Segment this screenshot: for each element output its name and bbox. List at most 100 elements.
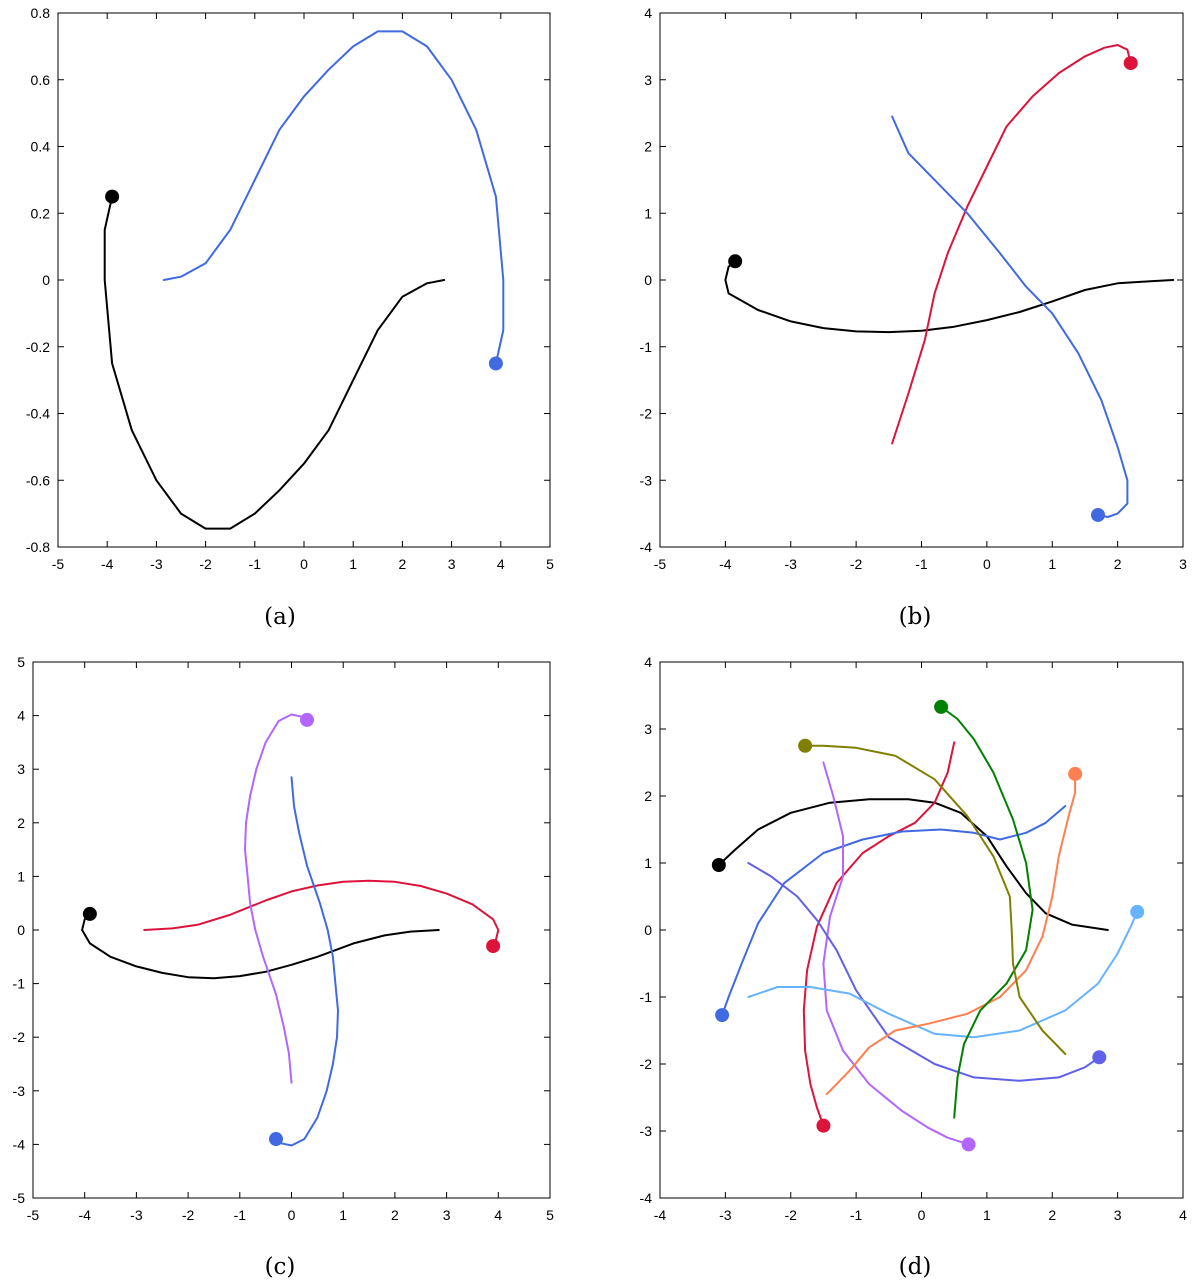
y-tick-label: 4 — [17, 708, 25, 724]
x-tick-label: 4 — [1179, 1207, 1187, 1223]
plot-frame — [659, 12, 1184, 548]
x-tick-label: 2 — [1114, 556, 1122, 572]
y-tick-label: -4 — [640, 539, 653, 555]
y-tick-label: 2 — [17, 815, 25, 831]
x-tick-label: -2 — [182, 1207, 195, 1223]
y-tick-label: -1 — [640, 989, 653, 1005]
series-end-marker-4 — [961, 1137, 976, 1152]
series-end-marker-7 — [1068, 766, 1083, 781]
y-tick-label: -0.2 — [26, 339, 50, 355]
y-tick-label: 0 — [42, 272, 50, 288]
series-end-marker-3 — [715, 1008, 730, 1023]
panel-caption: (c) — [265, 1254, 296, 1280]
y-tick-label: 0.6 — [31, 72, 51, 88]
y-tick-label: 0.4 — [31, 139, 51, 155]
series-end-marker-3 — [268, 1132, 283, 1147]
y-tick-label: -2 — [640, 406, 653, 422]
series-end-marker-1 — [82, 906, 97, 921]
y-tick-label: 2 — [644, 788, 652, 804]
x-tick-label: 0 — [288, 1207, 296, 1223]
x-tick-label: -3 — [785, 556, 798, 572]
x-tick-label: -4 — [719, 556, 732, 572]
series-line-3 — [891, 115, 1129, 518]
series-line-2 — [802, 741, 956, 1127]
series-end-marker-9 — [798, 738, 813, 753]
x-tick-label: 3 — [1114, 1207, 1122, 1223]
series-line-9 — [804, 744, 1067, 1055]
y-tick-label: -0.6 — [26, 472, 50, 488]
series-line-1 — [103, 195, 446, 530]
y-tick-label: 1 — [644, 205, 652, 221]
series-line-2 — [143, 879, 500, 948]
x-tick-label: -4 — [101, 556, 114, 572]
series-line-6 — [747, 910, 1139, 1039]
x-tick-label: 4 — [497, 556, 505, 572]
x-tick-label: -1 — [249, 556, 262, 572]
y-tick-label: 4 — [644, 5, 652, 21]
series-line-2 — [162, 30, 505, 365]
x-tick-label: 3 — [1179, 556, 1187, 572]
y-tick-label: 0.2 — [31, 205, 51, 221]
y-tick-label: -2 — [13, 1029, 26, 1045]
y-tick-label: -1 — [13, 976, 26, 992]
series-line-7 — [825, 772, 1077, 1096]
series-end-marker-2 — [816, 1118, 831, 1133]
y-tick-label: 3 — [644, 721, 652, 737]
x-tick-label: 0 — [983, 556, 991, 572]
y-tick-label: 1 — [17, 868, 25, 884]
x-tick-label: -3 — [150, 556, 163, 572]
series-line-4 — [822, 761, 970, 1146]
panel-caption: (b) — [899, 604, 932, 630]
x-tick-label: -5 — [654, 556, 667, 572]
y-tick-label: -1 — [640, 339, 653, 355]
series-end-marker-1 — [105, 189, 120, 204]
series-end-marker-2 — [1123, 56, 1138, 71]
x-tick-label: 1 — [349, 556, 357, 572]
y-tick-label: 2 — [644, 139, 652, 155]
x-tick-label: 1 — [1048, 556, 1056, 572]
y-tick-label: -3 — [13, 1083, 26, 1099]
x-tick-label: -5 — [52, 556, 65, 572]
series-line-3 — [275, 776, 339, 1147]
y-tick-label: 0 — [644, 272, 652, 288]
x-tick-label: 5 — [546, 556, 554, 572]
series-end-marker-3 — [1091, 507, 1106, 522]
x-tick-label: -3 — [719, 1207, 732, 1223]
y-tick-label: -4 — [13, 1136, 26, 1152]
y-tick-label: 1 — [644, 855, 652, 871]
series-line-3 — [721, 805, 1067, 1017]
y-tick-label: -0.8 — [26, 539, 50, 555]
x-tick-label: 2 — [399, 556, 407, 572]
x-tick-label: -5 — [27, 1207, 40, 1223]
x-tick-label: -2 — [785, 1207, 798, 1223]
y-tick-label: 0.8 — [31, 5, 51, 21]
series-end-marker-5 — [1092, 1050, 1107, 1065]
series-end-marker-1 — [728, 254, 743, 269]
y-tick-label: -2 — [640, 1056, 653, 1072]
series-line-1 — [81, 912, 440, 980]
y-tick-label: -4 — [640, 1190, 653, 1206]
x-tick-label: 1 — [339, 1207, 347, 1223]
y-tick-label: 5 — [17, 654, 25, 670]
x-tick-label: 3 — [443, 1207, 451, 1223]
series-end-marker-4 — [300, 712, 315, 727]
y-tick-label: 4 — [644, 654, 652, 670]
x-tick-label: -1 — [915, 556, 928, 572]
y-tick-label: 3 — [644, 72, 652, 88]
x-tick-label: -2 — [850, 556, 863, 572]
panel-caption: (a) — [264, 604, 296, 630]
series-line-2 — [891, 44, 1132, 445]
x-tick-label: -2 — [199, 556, 212, 572]
plot-frame — [32, 661, 551, 1199]
series-end-marker-2 — [486, 939, 501, 954]
y-tick-label: 0 — [17, 922, 25, 938]
series-line-8 — [940, 705, 1034, 1119]
panel-caption: (d) — [899, 1254, 932, 1280]
series-end-marker-1 — [711, 858, 726, 873]
series-end-marker-2 — [488, 356, 503, 371]
